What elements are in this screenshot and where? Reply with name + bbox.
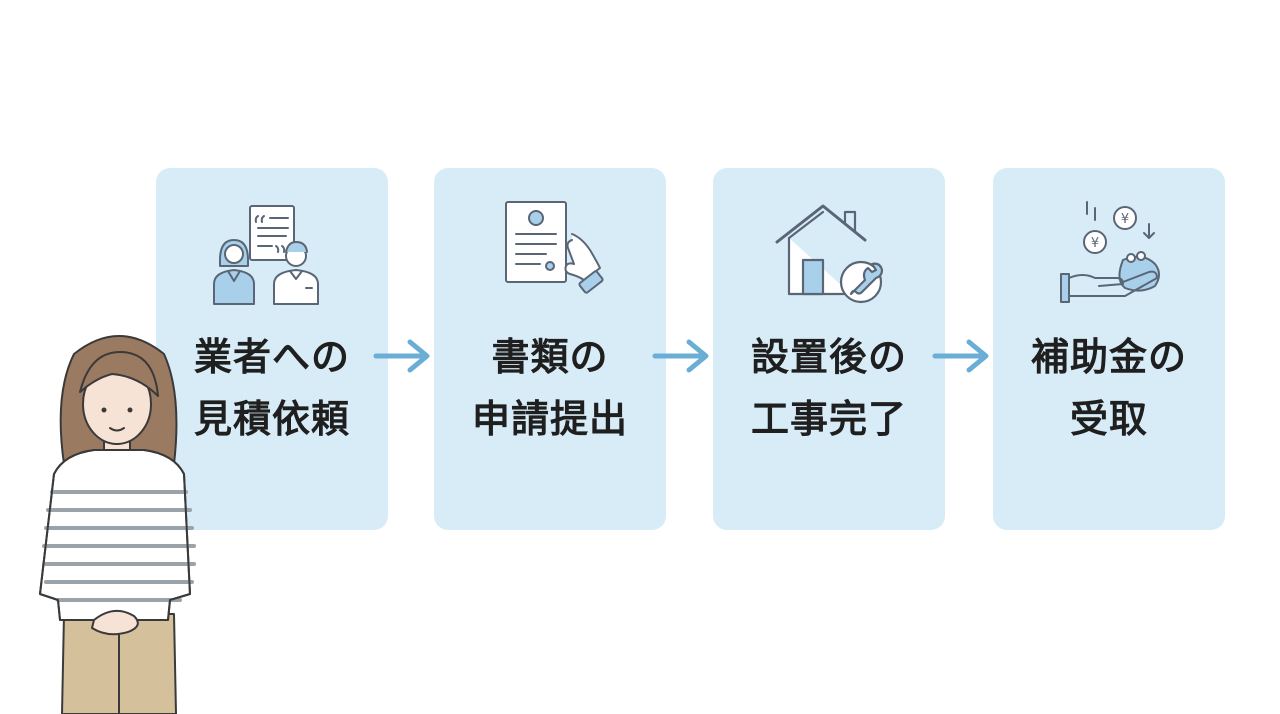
- svg-text:¥: ¥: [1121, 212, 1129, 227]
- step-label-4: 補助金の 受取: [993, 326, 1225, 450]
- arrow-right-icon: [932, 339, 989, 373]
- step-label-3: 設置後の 工事完了: [713, 326, 945, 450]
- subsidy-money-icon: ¥ ¥: [1060, 201, 1160, 303]
- step-label-2-line2: 申請提出: [471, 397, 628, 441]
- arrow-right-icon: [373, 339, 430, 373]
- svg-text:¥: ¥: [1091, 236, 1099, 251]
- step-card-3: 設置後の 工事完了: [713, 168, 945, 530]
- step-card-1: 業者への 見積依頼: [156, 168, 388, 530]
- step-label-2: 書類の 申請提出: [434, 326, 666, 450]
- consultation-icon: [213, 205, 319, 305]
- step-label-4-line1: 補助金の: [1030, 335, 1187, 379]
- house-repair-icon: [775, 204, 884, 304]
- woman-illustration: [39, 335, 196, 714]
- step-label-3-line1: 設置後の: [750, 335, 907, 379]
- step-label-1-line1: 業者への: [193, 335, 350, 379]
- document-submit-icon: [505, 201, 604, 294]
- step-label-3-line2: 工事完了: [750, 397, 907, 441]
- step-card-4: ¥ ¥ 補助金の 受取: [993, 168, 1225, 530]
- step-label-4-line2: 受取: [1069, 397, 1148, 441]
- step-label-1: 業者への 見積依頼: [156, 326, 388, 450]
- step-card-2: 書類の 申請提出: [434, 168, 666, 530]
- step-label-2-line1: 書類の: [491, 335, 609, 379]
- arrow-right-icon: [652, 339, 709, 373]
- step-label-1-line2: 見積依頼: [193, 397, 350, 441]
